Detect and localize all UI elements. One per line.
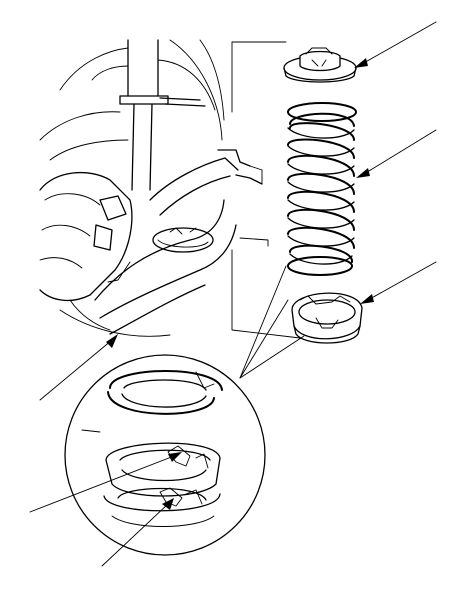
arrowhead-icon: [162, 498, 174, 510]
callout-coil-spring: [356, 129, 437, 178]
arrowhead-icon: [356, 168, 370, 178]
callout-detail-arm-step: [101, 498, 174, 567]
arrowhead-icon: [360, 294, 374, 304]
lower-spring-insulator: [291, 292, 363, 344]
detail-pointer-lines: [239, 265, 305, 379]
upper-spring-seat: [283, 47, 357, 83]
callout-upper-spring-seat: [354, 21, 437, 68]
coil-spring: [287, 102, 357, 276]
detail-magnifier: [64, 354, 266, 556]
arrowhead-icon: [168, 452, 182, 462]
arrowhead-icon: [106, 334, 118, 348]
callout-lower-arm-spring-pocket: [39, 334, 118, 401]
callout-lower-spring-insulator: [360, 261, 437, 304]
callout-detail-insulator-step: [29, 452, 182, 513]
arrowhead-icon: [354, 58, 368, 68]
vehicle-suspension-assembly: [39, 39, 301, 339]
